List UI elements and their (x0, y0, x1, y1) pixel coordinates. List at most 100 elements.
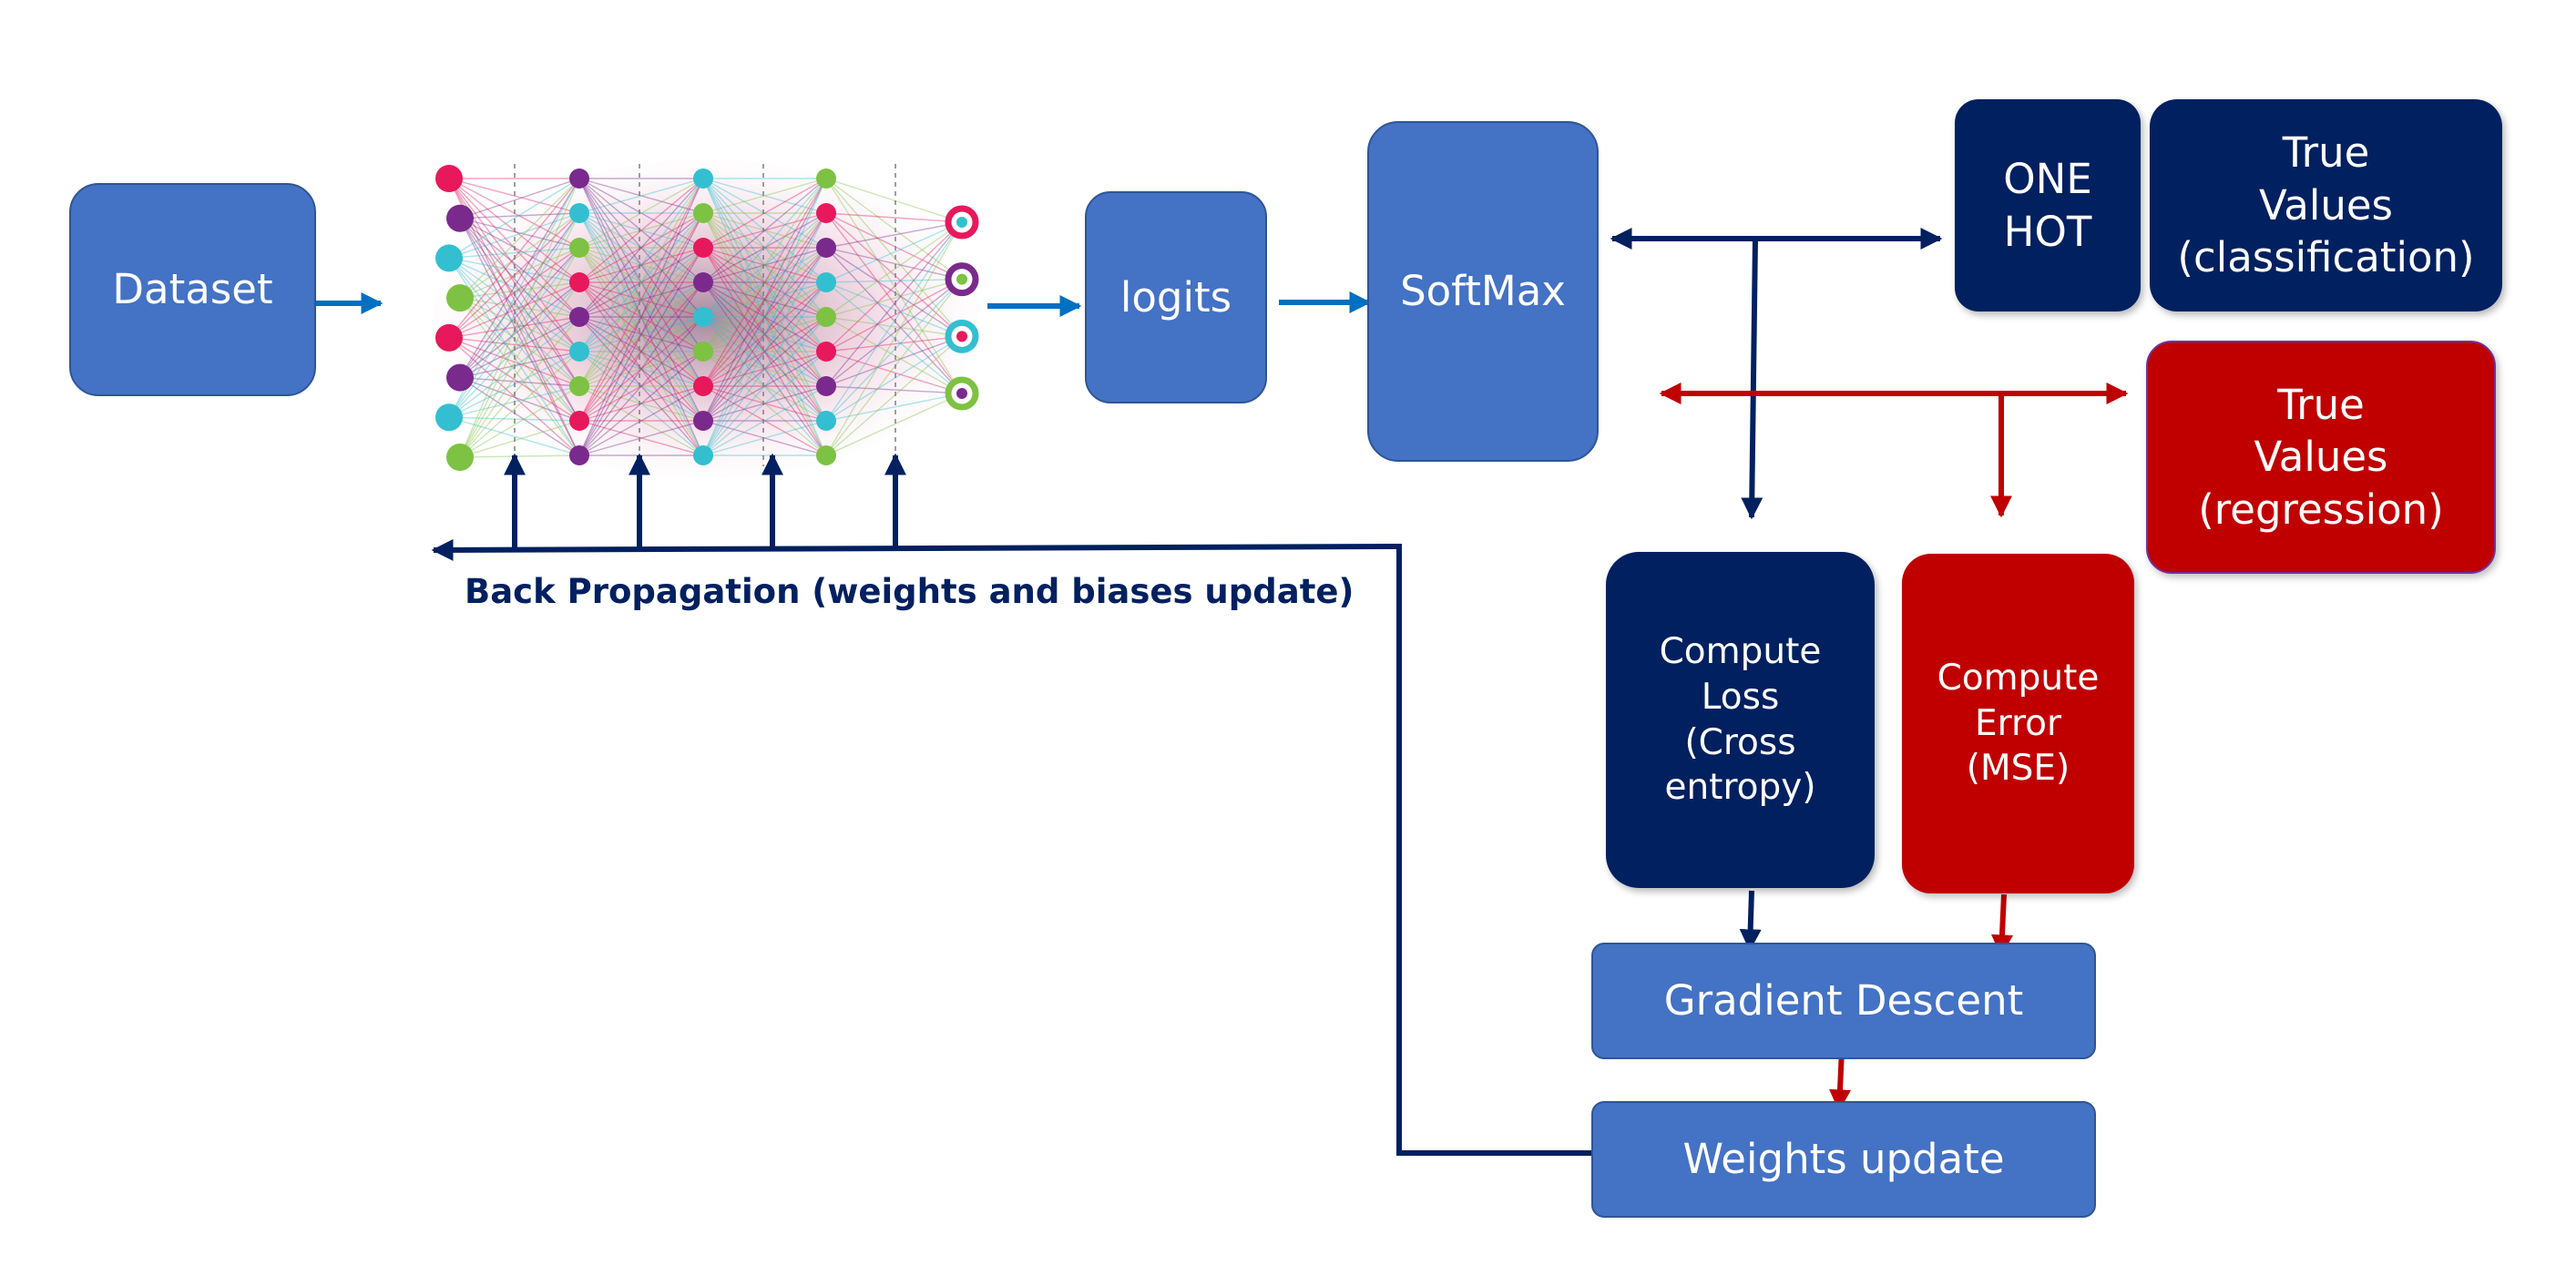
network-connection (459, 376, 580, 387)
network-connection (448, 337, 580, 456)
network-connection (578, 247, 704, 318)
network-connection (578, 281, 704, 422)
compute-error-box: Compute Error (MSE) (1902, 554, 2134, 893)
network-connection (578, 178, 704, 387)
network-connection (578, 178, 704, 456)
neuron (446, 444, 474, 471)
network-connection (702, 281, 827, 352)
network-connection (578, 420, 704, 456)
network-connection (702, 178, 827, 214)
neuron (816, 445, 836, 465)
network-connection (578, 212, 704, 249)
network-connection (702, 316, 827, 422)
network-connection (459, 297, 580, 352)
network-connection (578, 178, 704, 318)
network-connection (459, 218, 580, 318)
network-connection (578, 212, 704, 422)
neuron (693, 203, 713, 223)
network-connection (578, 178, 704, 352)
network-connection (578, 385, 704, 422)
network-connection (702, 351, 827, 387)
network-connection (459, 218, 580, 352)
network-connection (459, 281, 580, 458)
network-connection (459, 297, 580, 422)
neuron (816, 238, 836, 258)
neuron (435, 403, 463, 432)
network-connection (578, 178, 704, 283)
network-connection (702, 247, 827, 387)
arrow-to-compute-loss (1741, 238, 1763, 520)
neuron (693, 445, 713, 465)
gradient-descent-box: Gradient Descent (1591, 943, 2096, 1059)
neuron (816, 411, 836, 431)
neuron (446, 204, 474, 232)
network-connection (578, 281, 704, 318)
network-connection (578, 247, 704, 422)
network-connection (825, 279, 963, 387)
network-connection (702, 351, 827, 456)
back-propagation-line (431, 538, 1592, 1156)
network-connection (825, 278, 963, 318)
network-connection (578, 247, 704, 387)
network-connection (459, 178, 580, 219)
arrow-loss-to-gradient (1739, 890, 1762, 952)
output-neuron-core (956, 273, 967, 285)
network-connection (578, 212, 704, 456)
arrow-gradient-to-weights (1829, 1049, 1851, 1112)
network-connection (578, 212, 704, 422)
network-connection (702, 247, 827, 352)
network-connection (578, 212, 704, 456)
network-connection (578, 281, 704, 456)
neuron (816, 168, 836, 189)
network-connection (578, 385, 704, 456)
network-connection (702, 212, 827, 422)
network-connection (578, 247, 704, 456)
network-connection (825, 221, 963, 318)
network-connection (825, 393, 963, 456)
network-connection (702, 385, 827, 456)
network-connection (702, 351, 827, 422)
network-connection (702, 178, 827, 422)
network-connection (578, 316, 704, 422)
network-connection (578, 316, 704, 387)
network-connection (459, 178, 580, 378)
network-connection (459, 178, 580, 458)
network-connection (825, 351, 963, 394)
network-connection (825, 316, 963, 338)
network-connection (578, 247, 704, 387)
network-connection (448, 257, 580, 318)
output-neuron-core (956, 331, 967, 342)
neuron (816, 342, 836, 362)
network-connection (459, 420, 580, 458)
neuron (569, 445, 589, 465)
neuron (693, 168, 713, 189)
network-connection (702, 178, 827, 387)
neuron (569, 272, 589, 292)
network-connection (702, 178, 827, 318)
network-connection (702, 316, 827, 387)
network-connection (702, 178, 827, 249)
network-connection (459, 247, 580, 379)
network-connection (578, 281, 704, 456)
network-connection (825, 212, 963, 337)
network-connection (578, 316, 704, 352)
network-connection (459, 218, 580, 249)
network-connection (702, 178, 827, 456)
network-connection (702, 281, 827, 352)
network-connection (459, 454, 580, 458)
network-connection (825, 281, 963, 394)
network-connection (702, 281, 827, 456)
network-connection (702, 247, 827, 387)
network-connection (702, 385, 827, 422)
true-values-classification-box: True Values (classification) (2150, 99, 2502, 311)
network-connection (702, 247, 827, 352)
neuron (693, 238, 713, 258)
network-connection (578, 385, 704, 422)
network-connection (459, 281, 580, 299)
network-connection (578, 281, 704, 387)
network-connection (578, 178, 704, 387)
network-connection (702, 281, 827, 422)
network-connection (578, 351, 704, 422)
network-connection (702, 212, 827, 456)
network-connection (825, 212, 963, 281)
